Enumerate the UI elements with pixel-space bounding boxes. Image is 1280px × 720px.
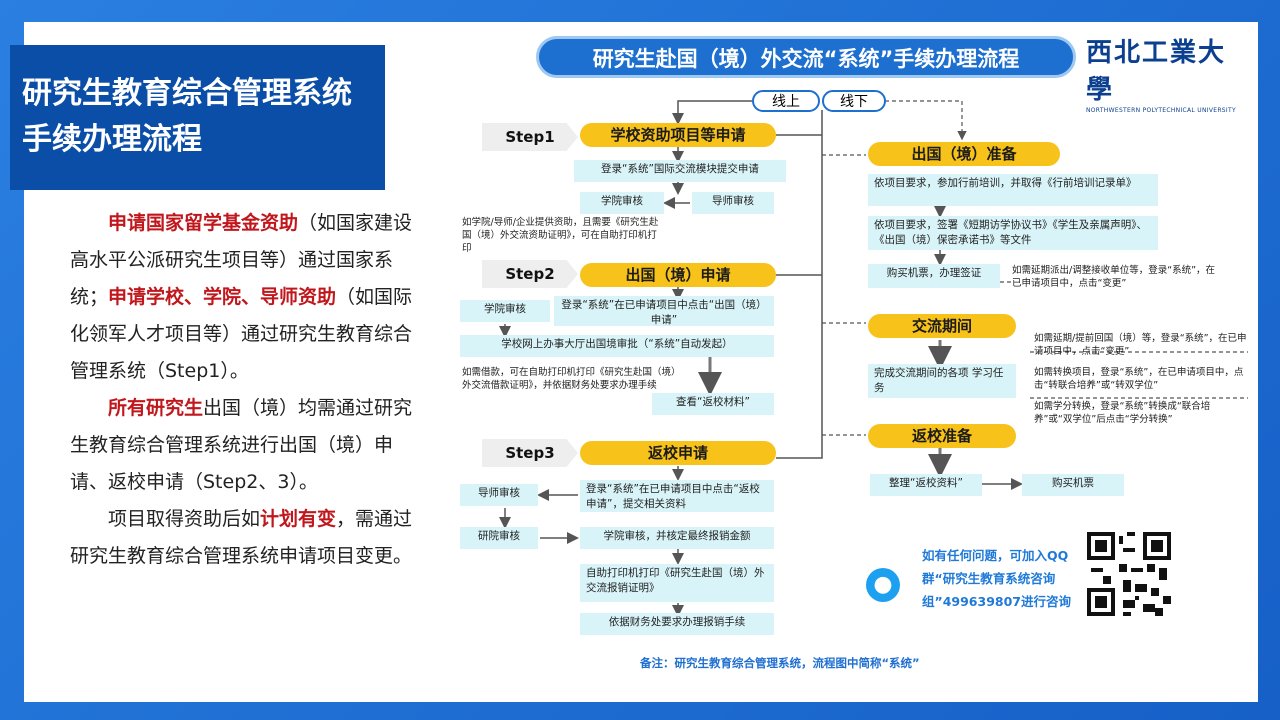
box-submit-application: 登录“系统”国际交流模块提交申请 bbox=[574, 160, 786, 182]
toggle-offline[interactable]: 线下 bbox=[822, 90, 886, 112]
note-convert-project: 如需转换项目，登录“系统”，在已申请项目中，点击“转联合培养”或“转双学位” bbox=[1034, 367, 1244, 391]
note-credit-transfer: 如需学分转换，登录“系统”转换成“联合培养”或“双学位”后点击“学分转换” bbox=[1034, 401, 1211, 425]
step-2-label: Step2 bbox=[482, 260, 578, 288]
box-college-review: 学院审核 bbox=[580, 192, 664, 214]
desc-text-2: （如国际化领军人才项目等）通过研究生教育综合管理系统（Step1）。 bbox=[70, 286, 413, 382]
pill-departure-preparation: 出国（境）准备 bbox=[868, 142, 1060, 166]
note-change-return-date: 如需延期/提前回国（境）等，登录“系统”，在已申请项目中，点击“变更” bbox=[1034, 333, 1247, 357]
title-line-2: 手续办理流程 bbox=[22, 122, 202, 157]
logo-cn: 西北工業大學 bbox=[1086, 38, 1227, 105]
pill-funding-application: 学校资助项目等申请 bbox=[580, 123, 776, 147]
title-line-1: 研究生教育综合管理系统 bbox=[22, 76, 352, 111]
box-organize-materials: 整理“返校资料” bbox=[870, 474, 982, 496]
desc-text-4: 项目取得资助后如 bbox=[108, 508, 261, 530]
box-ticket-visa: 购买机票，办理签证 bbox=[868, 264, 1000, 288]
desc-red-4: 计划有变 bbox=[260, 508, 337, 530]
note-loan-proof: 如需借款，可在自助打印机打印《研究生赴国（境）外交流借款证明》，并依据财务处要求… bbox=[462, 367, 676, 391]
box-online-approval: 学校网上办事大厅出国境审批（“系统”自动发起） bbox=[460, 335, 774, 357]
box-pre-training: 依项目要求，参加行前培训，并取得《行前培训记录单》 bbox=[868, 174, 1158, 206]
contact-text: 如有任何问题，可加入QQ群“研究生教育系统咨询组”499639807进行咨询 bbox=[922, 548, 1071, 609]
box-college-review-2: 学院审核 bbox=[460, 300, 550, 322]
box-view-return-materials: 查看“返校材料” bbox=[652, 393, 774, 415]
desc-red-2: 申请学校、学院、导师资助 bbox=[108, 286, 337, 308]
desc-red-3: 所有研究生 bbox=[108, 397, 204, 419]
box-finance-procedure: 依据财务处要求办理报销手续 bbox=[580, 613, 774, 635]
qr-code-icon[interactable] bbox=[1086, 532, 1172, 616]
desc-red-1: 申请国家留学基金资助 bbox=[108, 212, 299, 234]
box-graduate-school-review: 研院审核 bbox=[460, 527, 538, 549]
pill-return-preparation: 返校准备 bbox=[868, 424, 1016, 448]
pill-abroad-application: 出国（境）申请 bbox=[580, 263, 776, 287]
desc-text-1: （如国家建设高水平公派研究生项目等）通过国家系统； bbox=[70, 212, 413, 308]
box-final-amount: 学院审核，并核定最终报销金额 bbox=[580, 527, 774, 549]
qq-icon: ● bbox=[866, 568, 900, 602]
toggle-online[interactable]: 线上 bbox=[752, 90, 820, 112]
step-1-label: Step1 bbox=[482, 123, 578, 151]
note-funding-proof: 如学院/导师/企业提供资助，且需要《研究生赴国（境）外交流资助证明》，可在自助打… bbox=[462, 217, 659, 254]
box-print-reimbursement: 自助打印机打印《研究生赴国（境）外交流报销证明》 bbox=[580, 564, 774, 602]
box-tutor-review-3: 导师审核 bbox=[460, 484, 538, 506]
university-logo: 西北工業大學 NORTHWESTERN POLYTECHNICAL UNIVER… bbox=[1086, 32, 1246, 114]
box-study-tasks: 完成交流期间的各项 学习任务 bbox=[868, 364, 1016, 398]
note-change-departure: 如需延期派出/调整接收单位等，登录“系统”，在已申请项目中，点击“变更” bbox=[1012, 265, 1216, 289]
box-abroad-apply: 登录“系统”在已申请项目中点击“出国（境）申请” bbox=[554, 296, 774, 326]
description: 申请国家留学基金资助（如国家建设高水平公派研究生项目等）通过国家系统；申请学校、… bbox=[70, 205, 425, 575]
footer-note: 备注：研究生教育综合管理系统，流程图中简称“系统” bbox=[640, 656, 920, 670]
desc-text-3: 出国（境）均需通过研究生教育综合管理系统进行出国（境）申请、返校申请（Step2… bbox=[70, 397, 413, 493]
box-sign-documents: 依项目要求，签署《短期访学协议书》《学生及亲属声明》、《出国（境）保密承诺书》等… bbox=[868, 216, 1158, 250]
logo-en: NORTHWESTERN POLYTECHNICAL UNIVERSITY bbox=[1086, 107, 1236, 114]
page-title: 研究生教育综合管理系统 手续办理流程 bbox=[10, 45, 385, 190]
box-tutor-review: 导师审核 bbox=[692, 192, 774, 214]
desc-text-5: ，需通过研究生教育综合管理系统申请项目变更。 bbox=[70, 508, 413, 567]
pill-exchange-period: 交流期间 bbox=[868, 314, 1016, 338]
box-buy-ticket: 购买机票 bbox=[1022, 474, 1124, 496]
box-return-apply: 登录“系统”在已申请项目中点击“返校申请”，提交相关资料 bbox=[580, 480, 774, 512]
step-3-label: Step3 bbox=[482, 439, 578, 467]
flow-title: 研究生赴国（境）外交流“系统”手续办理流程 bbox=[536, 36, 1076, 78]
pill-return-application: 返校申请 bbox=[580, 441, 776, 465]
